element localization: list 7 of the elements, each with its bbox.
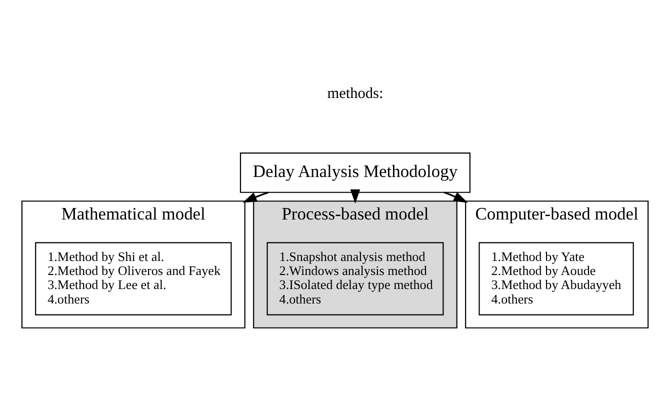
arrow [444,191,468,202]
label: methods: [327,84,384,102]
node-box: 1.Method by Yate 2.Method by Aoude 3.Method by Abudayyeh 4.others [478,242,634,315]
arrow [242,191,269,202]
arrow [350,188,360,204]
node-box: 1.Method by Shi et al. 2.Method by Oliveros and Fayek 3.Method by Lee et al. 4.others [35,242,232,315]
node-box: 1.Snapshot analysis method 2.Windows analysis method 3.ISolated delay type method 4.others [266,242,444,315]
